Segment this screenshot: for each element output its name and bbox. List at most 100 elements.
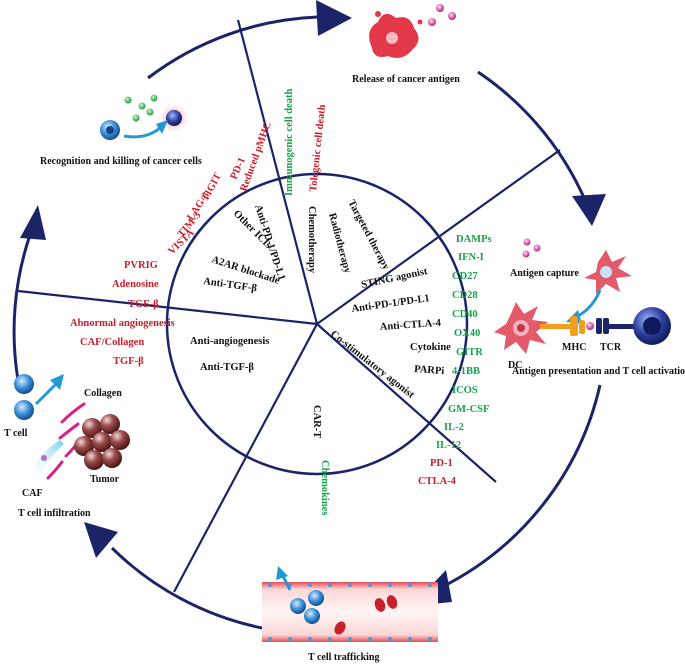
extravasation-arrowhead: [276, 566, 288, 580]
dc-label: DC: [508, 360, 522, 371]
inner-anti-tgfb-left: Anti-TGF-β: [200, 362, 254, 373]
dc-membrane-bar: [540, 324, 574, 329]
divider-bottom: [173, 323, 318, 593]
inner-anti-angiogenesis: Anti-angiogenesis: [190, 336, 269, 347]
mhc-icon: [570, 316, 585, 336]
tcell-membrane-bar: [608, 324, 642, 329]
red-abnormal-angiogenesis: Abnormal angiogenesis: [70, 318, 175, 329]
right-red-list: PD-1 CTLA-4: [418, 458, 457, 487]
t-cell: [290, 598, 306, 614]
cycle-arc-bottom: [110, 546, 263, 630]
inner-labels: Chemotherapy Radiotherapy Targeted thera…: [190, 198, 451, 438]
killing-arrowhead: [156, 120, 168, 134]
green-il12: IL-12: [436, 440, 461, 451]
cancer-cell-target: [166, 110, 182, 126]
tcr-label: TCR: [600, 342, 622, 353]
tcr-icon: [596, 318, 609, 334]
granule: [150, 94, 158, 102]
killing-arrow: [123, 124, 164, 139]
green-gmcsf: GM-CSF: [448, 404, 489, 415]
t-cell-infiltration-illustration: T cell Collagen CAF Tumor T cell infiltr…: [4, 374, 130, 519]
cycle-arrowheads: [20, 0, 606, 606]
antigen-presentation-illustration: DC MHC TCR Antigen presentation and T ce…: [494, 302, 685, 377]
green-icos: ICOS: [452, 385, 478, 396]
antigen-dot: [436, 4, 444, 12]
red-tgfb-left: TGF-β: [113, 356, 144, 367]
cycle-arc-top-right: [477, 70, 592, 213]
antigen-dot: [428, 18, 436, 26]
tumor-cluster: [74, 414, 130, 470]
peptide-dot: [586, 322, 594, 330]
t-cell-trafficking-illustration: T cell trafficking: [262, 566, 438, 663]
green-ox40: OX40: [454, 328, 480, 339]
red-caf-collagen: CAF/Collagen: [80, 337, 144, 348]
antigen-dot: [522, 250, 530, 258]
left-red-list: Abnormal angiogenesis CAF/Collagen TGF-β: [70, 318, 175, 367]
collagen-label: Collagen: [84, 388, 122, 399]
tcell-label: T cell: [4, 428, 28, 439]
inner-anti-pd1-right: Anti-PD-1/PD-L1: [351, 293, 431, 315]
granule: [138, 102, 146, 110]
right-green-list: DAMPs IFN-I CD27 CD28 CD40 OX40 GITR 4-1…: [436, 234, 492, 451]
antigen-dot: [533, 244, 541, 252]
infiltration-arrow: [34, 380, 60, 406]
granule: [124, 96, 132, 104]
release-antigen-illustration: Release of cancer antigen: [352, 4, 460, 85]
red-blood-cell: [334, 621, 346, 635]
cycle-arc-left: [12, 234, 32, 381]
inner-targeted-therapy: Targeted therapy: [345, 198, 391, 272]
granule: [132, 114, 140, 122]
arrowhead-left: [20, 205, 46, 240]
arrowhead-bottom: [84, 522, 118, 558]
dendritic-cell: [494, 302, 548, 354]
red-adenosine: Adenosine: [112, 279, 159, 290]
t-cell: [308, 590, 324, 606]
mhc-label: MHC: [562, 342, 586, 353]
stage-antigen-capture-label: Antigen capture: [510, 268, 580, 279]
label-chemokines: Chemokines: [319, 460, 330, 515]
recognition-killing-illustration: Recognition and killing of cancer cells: [40, 94, 202, 167]
inner-sting-agonist: STING agonist: [360, 266, 429, 291]
green-cd27: CD27: [452, 271, 478, 282]
label-tolerogenic-cell-death: Tolegenic cell death: [308, 104, 328, 193]
red-tgfb-top: TGF-β: [128, 299, 159, 310]
cycle-arc-top: [147, 15, 319, 80]
caf-cell: [30, 440, 64, 480]
label-immunogenic-cell-death: Immunogenic cell death: [284, 89, 295, 196]
stage-release-label: Release of cancer antigen: [352, 74, 460, 85]
cycle-arc-right: [439, 384, 602, 590]
dendritic-cell-small: [584, 250, 632, 294]
green-il2: IL-2: [444, 422, 464, 433]
t-cell: [304, 608, 320, 624]
inner-anti-tgfb-top: Anti-TGF-β: [203, 276, 258, 294]
green-ifn1: IFN-I: [458, 252, 484, 263]
stage-recognition-label: Recognition and killing of cancer cells: [40, 156, 202, 167]
inner-cytokine: Cytokine: [410, 342, 451, 353]
green-gitr: GITR: [456, 347, 483, 358]
green-cd28: CD28: [452, 290, 478, 301]
tumor-label: Tumor: [90, 474, 120, 485]
t-cell: [14, 400, 34, 420]
vessel-wall-dots: [268, 583, 432, 641]
antigen-dot: [448, 12, 456, 20]
inner-anti-ctla4: Anti-CTLA-4: [379, 318, 442, 333]
inner-circle: [165, 172, 469, 476]
infiltration-arrowhead: [50, 374, 64, 390]
inner-parpi: PARPi: [414, 364, 445, 377]
outer-cycle-arrows: [12, 15, 602, 630]
arrowhead-top-right: [572, 194, 606, 226]
blood-vessel: [262, 582, 438, 642]
granule: [146, 108, 154, 116]
dying-cancer-cell: [369, 11, 423, 58]
inner-radiotherapy: Radiotherapy: [326, 212, 353, 275]
inner-car-t: CAR-T: [311, 405, 322, 438]
divider-right-bottom: [316, 323, 497, 483]
t-cell: [14, 374, 34, 394]
antigen-capture-illustration: Antigen capture: [510, 238, 632, 324]
arrowhead-top: [316, 0, 352, 36]
red-blood-cell: [386, 595, 398, 609]
outer-top-labels: Immunogenic cell death Tolegenic cell de…: [284, 89, 330, 516]
stage-presentation-label: Antigen presentation and T cell activati…: [512, 366, 685, 377]
inner-chemotherapy: Chemotherapy: [306, 206, 317, 274]
